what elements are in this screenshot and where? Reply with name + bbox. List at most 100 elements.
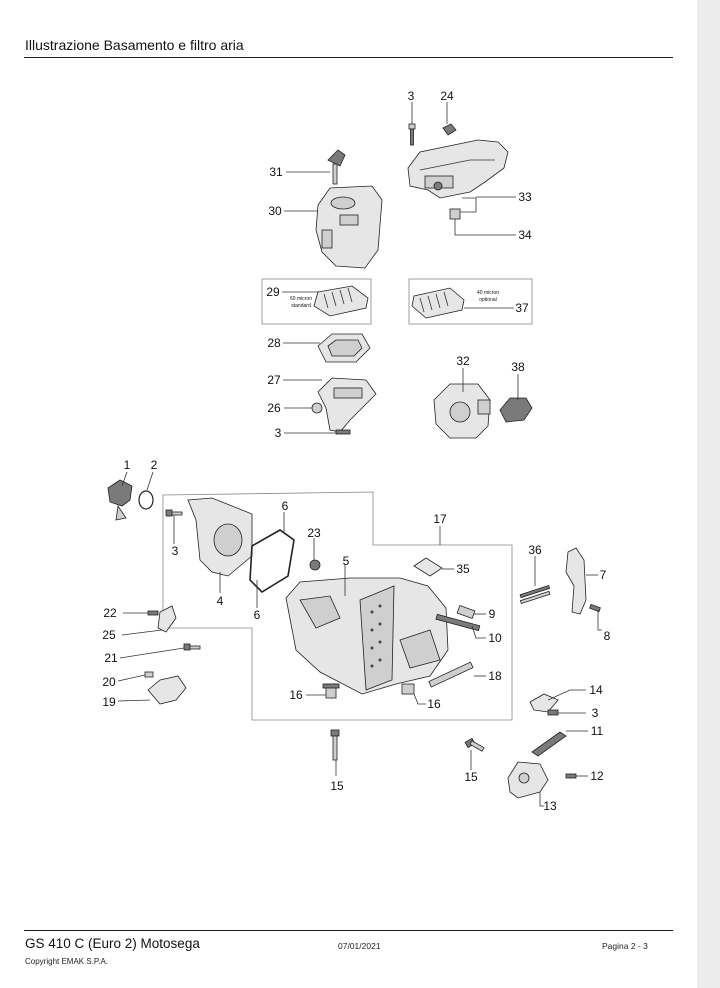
part-label-24: 24 — [440, 89, 454, 103]
filter-optional-note-1: 40 micron — [477, 290, 499, 296]
part-11 — [531, 731, 567, 757]
part-carburetor-32 — [433, 383, 491, 439]
part-label-38: 38 — [511, 360, 525, 374]
part-label-11: 11 — [591, 724, 604, 738]
part-label-12: 12 — [590, 769, 604, 783]
part-36 — [519, 584, 551, 605]
part-gasket-28 — [317, 333, 371, 363]
part-label-2: 2 — [151, 458, 158, 472]
part-label-29: 29 — [266, 285, 280, 299]
part-label-15a: 15 — [330, 779, 344, 793]
part-label-34: 34 — [518, 228, 532, 242]
part-10 — [435, 613, 481, 632]
part-label-20: 20 — [102, 675, 116, 689]
part-label-3b: 3 — [275, 426, 282, 440]
part-1 — [107, 479, 133, 521]
part-screw-8 — [589, 603, 601, 613]
part-12 — [565, 773, 577, 779]
part-37-box — [408, 278, 533, 325]
part-label-25: 25 — [102, 628, 116, 642]
part-top-cover — [407, 139, 509, 199]
part-label-36: 36 — [528, 543, 542, 557]
part-20 — [144, 671, 154, 678]
part-label-14: 14 — [589, 683, 603, 697]
part-oil-pump-13 — [507, 761, 549, 799]
part-label-6a: 6 — [282, 499, 289, 513]
part-19 — [147, 675, 187, 705]
part-screw-21 — [183, 643, 201, 651]
part-label-18: 18 — [488, 669, 502, 683]
part-label-8: 8 — [604, 629, 611, 643]
part-14 — [529, 693, 559, 713]
footer-rule — [24, 930, 673, 931]
part-label-15b: 15 — [464, 770, 478, 784]
part-label-1: 1 — [124, 458, 131, 472]
part-knob-31 — [327, 149, 346, 185]
filter-standard-note-1: 60 micron — [290, 296, 312, 302]
part-label-35: 35 — [456, 562, 470, 576]
part-screw-3-top — [408, 123, 416, 146]
part-filter-37 — [411, 287, 465, 319]
part-label-31: 31 — [269, 165, 283, 179]
part-gasket-6 — [249, 529, 295, 594]
part-filter-29 — [313, 285, 369, 317]
viewer-background — [697, 0, 720, 988]
part-16-left — [322, 683, 340, 699]
part-label-37: 37 — [515, 301, 529, 315]
part-label-16a: 16 — [289, 688, 303, 702]
part-label-30: 30 — [268, 204, 282, 218]
footer-copyright: Copyright EMAK S.P.A. — [25, 957, 108, 966]
part-label-7: 7 — [600, 568, 607, 582]
part-9 — [456, 604, 476, 620]
part-label-5: 5 — [343, 554, 350, 568]
part-7 — [565, 547, 587, 615]
filter-standard-note-2: standard — [291, 303, 311, 309]
part-label-4: 4 — [217, 594, 224, 608]
part-38 — [499, 397, 533, 423]
footer-page-number: Pagina 2 - 3 — [602, 941, 648, 951]
part-16-right — [401, 683, 415, 695]
part-label-21: 21 — [104, 651, 118, 665]
footer-date: 07/01/2021 — [338, 941, 381, 951]
part-o-ring-2 — [138, 490, 154, 510]
part-label-16b: 16 — [427, 697, 441, 711]
part-screw-3-mid — [335, 429, 351, 435]
part-bolt-15-right — [464, 737, 485, 752]
part-intake-manifold-4 — [187, 497, 253, 577]
part-label-6b: 6 — [254, 608, 261, 622]
part-label-3c: 3 — [172, 544, 179, 558]
part-label-3: 3 — [408, 89, 415, 103]
part-screw-3-right — [547, 709, 559, 716]
crankcase-group-outline — [162, 491, 513, 721]
part-filter-base-27 — [317, 377, 377, 433]
part-label-33: 33 — [518, 190, 532, 204]
part-18 — [428, 661, 474, 688]
part-clip-24 — [442, 123, 457, 136]
part-label-13: 13 — [543, 799, 557, 813]
part-label-17: 17 — [433, 512, 447, 526]
part-crankcase-5 — [285, 577, 449, 695]
part-grommet-33 — [449, 208, 461, 220]
part-label-35 — [413, 557, 443, 577]
part-bolt-15-left — [330, 729, 340, 761]
part-label-28: 28 — [267, 336, 281, 350]
part-label-10: 10 — [488, 631, 502, 645]
part-label-32: 32 — [456, 354, 470, 368]
part-29-box — [261, 278, 372, 325]
exploded-parts-diagram: 60 micron standard 40 micron optional — [102, 89, 611, 813]
part-label-26: 26 — [267, 401, 281, 415]
part-label-27: 27 — [267, 373, 281, 387]
header-rule — [24, 57, 673, 58]
part-screw-3-left — [165, 509, 183, 517]
part-label-22: 22 — [103, 606, 117, 620]
part-23 — [309, 559, 321, 571]
part-filter-cover-30 — [315, 185, 383, 269]
part-label-19: 19 — [102, 695, 116, 709]
part-25 — [157, 605, 177, 633]
part-screw-22 — [147, 610, 159, 616]
footer-model: GS 410 C (Euro 2) Motosega — [25, 936, 200, 951]
part-grommet-26 — [311, 402, 323, 414]
leader-lines — [117, 102, 602, 807]
part-label-3d: 3 — [592, 706, 599, 720]
part-label-23: 23 — [307, 526, 321, 540]
